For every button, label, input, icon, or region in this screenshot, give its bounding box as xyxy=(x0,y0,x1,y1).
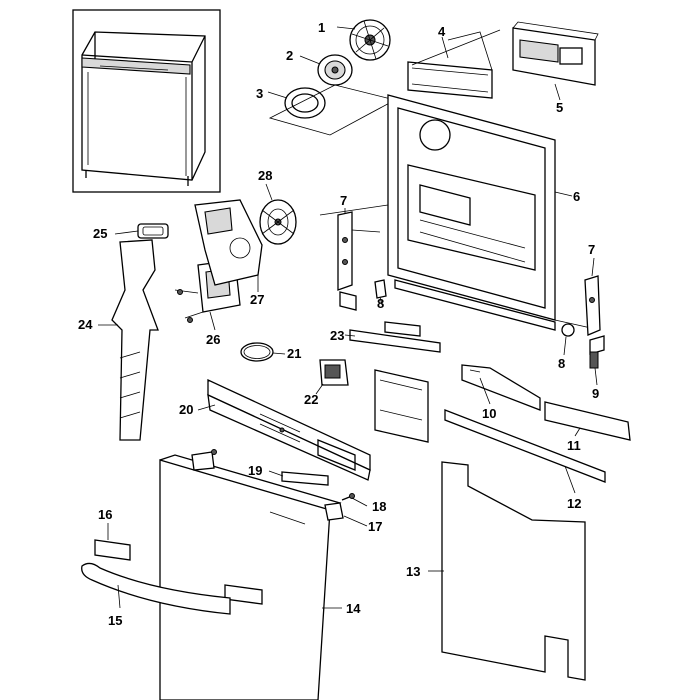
callout-5: 5 xyxy=(556,100,563,115)
part-6-inner-door xyxy=(319,94,601,331)
callout-3: 3 xyxy=(256,86,263,101)
part-10-bracket xyxy=(461,364,541,411)
callout-8-left: 8 xyxy=(377,296,384,311)
part-17-bracket xyxy=(324,502,344,521)
callout-4: 4 xyxy=(438,24,446,39)
callout-15: 15 xyxy=(108,613,122,628)
part-24-duct xyxy=(111,239,159,441)
callout-1: 1 xyxy=(318,20,325,35)
callout-13: 13 xyxy=(406,564,420,579)
part-25-gasket xyxy=(137,223,169,239)
part-8-clip-right xyxy=(561,323,575,337)
leader-lines xyxy=(98,26,598,609)
callout-23: 23 xyxy=(330,328,344,343)
part-12-trim-strip xyxy=(444,409,606,483)
part-28-fan xyxy=(259,199,297,245)
callout-10: 10 xyxy=(482,406,496,421)
callout-12: 12 xyxy=(567,496,581,511)
part-11-rail xyxy=(544,401,631,441)
part-3-gasket-ring xyxy=(268,84,397,136)
callout-25: 25 xyxy=(93,226,107,241)
callout-2: 2 xyxy=(286,48,293,63)
part-16-handle-cap xyxy=(94,539,263,605)
callout-16: 16 xyxy=(98,507,112,522)
part-7-hinge-right xyxy=(584,275,605,355)
callout-24: 24 xyxy=(78,317,93,332)
callout-7-right: 7 xyxy=(588,242,595,257)
callout-26: 26 xyxy=(206,332,220,347)
part-8-clip-left xyxy=(374,279,387,299)
callout-11: 11 xyxy=(567,438,581,453)
callout-9: 9 xyxy=(592,386,599,401)
part-1-gear xyxy=(349,19,391,61)
door-top-bracket xyxy=(191,449,217,471)
callout-14: 14 xyxy=(346,601,361,616)
part-18-screw xyxy=(341,493,355,501)
callout-8-right: 8 xyxy=(558,356,565,371)
callout-21: 21 xyxy=(287,346,301,361)
part-14-outer-door xyxy=(159,454,342,700)
callout-6: 6 xyxy=(573,189,580,204)
control-board xyxy=(374,369,429,443)
callout-27: 27 xyxy=(250,292,264,307)
callout-28: 28 xyxy=(258,168,272,183)
part-5-dispenser xyxy=(512,21,599,86)
part-4-seal-plate xyxy=(407,29,501,99)
callout-labels: 1 2 3 4 5 6 7 7 8 8 9 10 11 12 13 14 15 … xyxy=(78,20,599,628)
part-20-control-panel xyxy=(207,378,371,481)
part-15-handle xyxy=(81,562,231,615)
callout-22: 22 xyxy=(304,392,318,407)
inset-dishwasher-view xyxy=(72,9,221,193)
part-13-insulation xyxy=(441,461,586,681)
part-22-switch xyxy=(319,359,349,386)
callout-18: 18 xyxy=(372,499,386,514)
part-7-hinge-left xyxy=(337,211,381,311)
callout-20: 20 xyxy=(179,402,193,417)
callout-7-left: 7 xyxy=(340,193,347,208)
part-19-badge xyxy=(281,471,329,486)
callout-17: 17 xyxy=(368,519,382,534)
part-9-spring xyxy=(589,351,599,369)
part-27-fan-housing xyxy=(194,199,263,286)
callout-19: 19 xyxy=(248,463,262,478)
part-2-small-gear xyxy=(317,54,353,86)
part-21-o-ring xyxy=(240,342,274,362)
part-23-latch xyxy=(349,321,441,353)
